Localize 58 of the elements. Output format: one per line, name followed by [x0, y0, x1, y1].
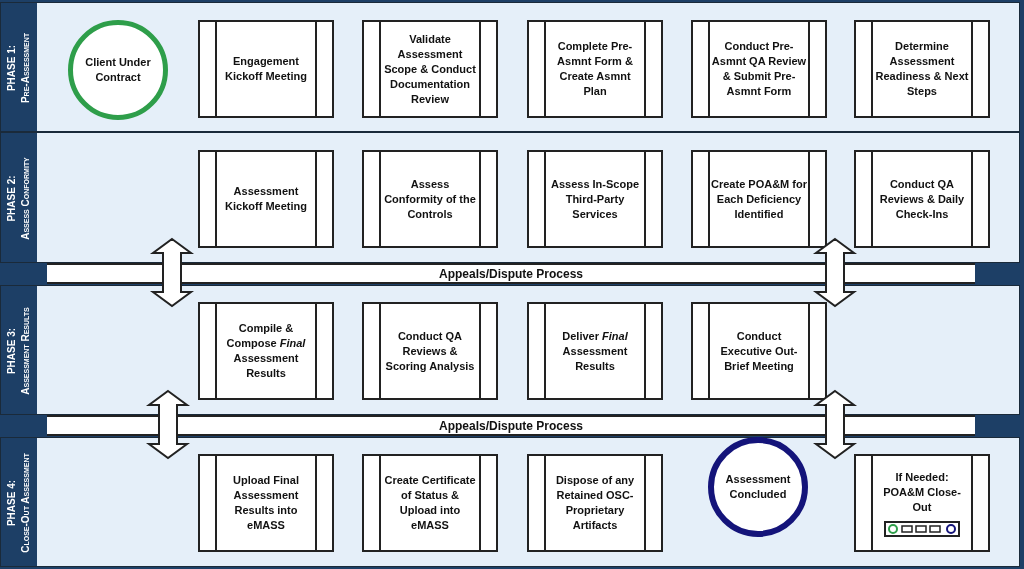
- step-text: Conduct QA Reviews & Daily Check-Ins: [878, 176, 966, 222]
- step-text: Create POA&M for Each Deficiency Identified: [711, 176, 807, 222]
- process-box: [691, 150, 827, 248]
- process-box: [854, 20, 990, 118]
- double-block-arrow: [812, 389, 858, 460]
- process-box: [854, 454, 990, 552]
- phase-title: Assess Conformity: [19, 157, 32, 240]
- phase-band: [0, 2, 1020, 132]
- step-text: Client Under Contract: [84, 55, 152, 85]
- step-text: Deliver Final Assessment Results: [561, 328, 629, 374]
- process-box: [362, 20, 498, 118]
- phase-number: PHASE 4:: [5, 479, 18, 527]
- step-text: Assessment Concluded: [724, 472, 792, 502]
- process-box: [198, 150, 334, 248]
- phase-band: [0, 437, 1020, 567]
- double-block-arrow: [812, 237, 858, 308]
- step-text: Conduct Executive Out-Brief Meeting: [719, 328, 799, 374]
- process-bar: [47, 263, 975, 284]
- process-box: [362, 454, 498, 552]
- phase-number: PHASE 1:: [5, 44, 18, 92]
- process-box: [198, 302, 334, 400]
- step-text: If Needed: POA&M Close-Out: [882, 469, 962, 515]
- double-block-arrow: [149, 237, 195, 308]
- step-text: Compile & Compose Final Assessment Results: [225, 321, 307, 381]
- process-box: [198, 20, 334, 118]
- process-bar: [47, 415, 975, 436]
- step-text: Assess Conformity of the Controls: [383, 176, 477, 222]
- process-box: [691, 20, 827, 118]
- phase-band: [0, 132, 1020, 263]
- step-text: Assessment Kickoff Meeting: [224, 184, 308, 214]
- bar-label: Appeals/Dispute Process: [438, 266, 584, 281]
- process-box: [854, 150, 990, 248]
- phase-title: Assessment Results: [19, 307, 32, 395]
- phase-title: Close-Out Assessment: [19, 453, 32, 553]
- step-text: Conduct Pre-Asmnt QA Review & Submit Pre-Asmnt Form: [711, 39, 807, 99]
- process-box: [362, 302, 498, 400]
- bar-label: Appeals/Dispute Process: [438, 418, 584, 433]
- step-text: Determine Assessment Readiness & Next Steps: [874, 39, 970, 99]
- phase-band: [0, 285, 1020, 415]
- phase-title: Pre-Assessment: [19, 32, 32, 104]
- step-text: Create Certificate of Status & Upload into eMASS: [383, 473, 477, 533]
- process-box: [527, 454, 663, 552]
- process-box: [527, 150, 663, 248]
- process-box: [198, 454, 334, 552]
- step-text: Validate Assessment Scope & Conduct Documentation Review: [383, 31, 477, 107]
- phase-number: PHASE 3:: [5, 327, 18, 375]
- process-box: [527, 20, 663, 118]
- double-block-arrow: [145, 389, 191, 460]
- process-box: [691, 302, 827, 400]
- step-text: Dispose of any Retained OSC-Proprietary Artifacts: [554, 473, 636, 533]
- step-text: Upload Final Assessment Results into eMASS: [232, 473, 300, 533]
- phase-number: PHASE 2:: [5, 175, 18, 222]
- process-box: [527, 302, 663, 400]
- process-box: [362, 150, 498, 248]
- step-text: Engagement Kickoff Meeting: [224, 54, 308, 84]
- step-text: Conduct QA Reviews & Scoring Analysis: [384, 328, 476, 374]
- step-text: Assess In-Scope Third-Party Services: [549, 176, 640, 222]
- step-text: Complete Pre-Asmnt Form & Create Asmnt Plan: [556, 39, 634, 99]
